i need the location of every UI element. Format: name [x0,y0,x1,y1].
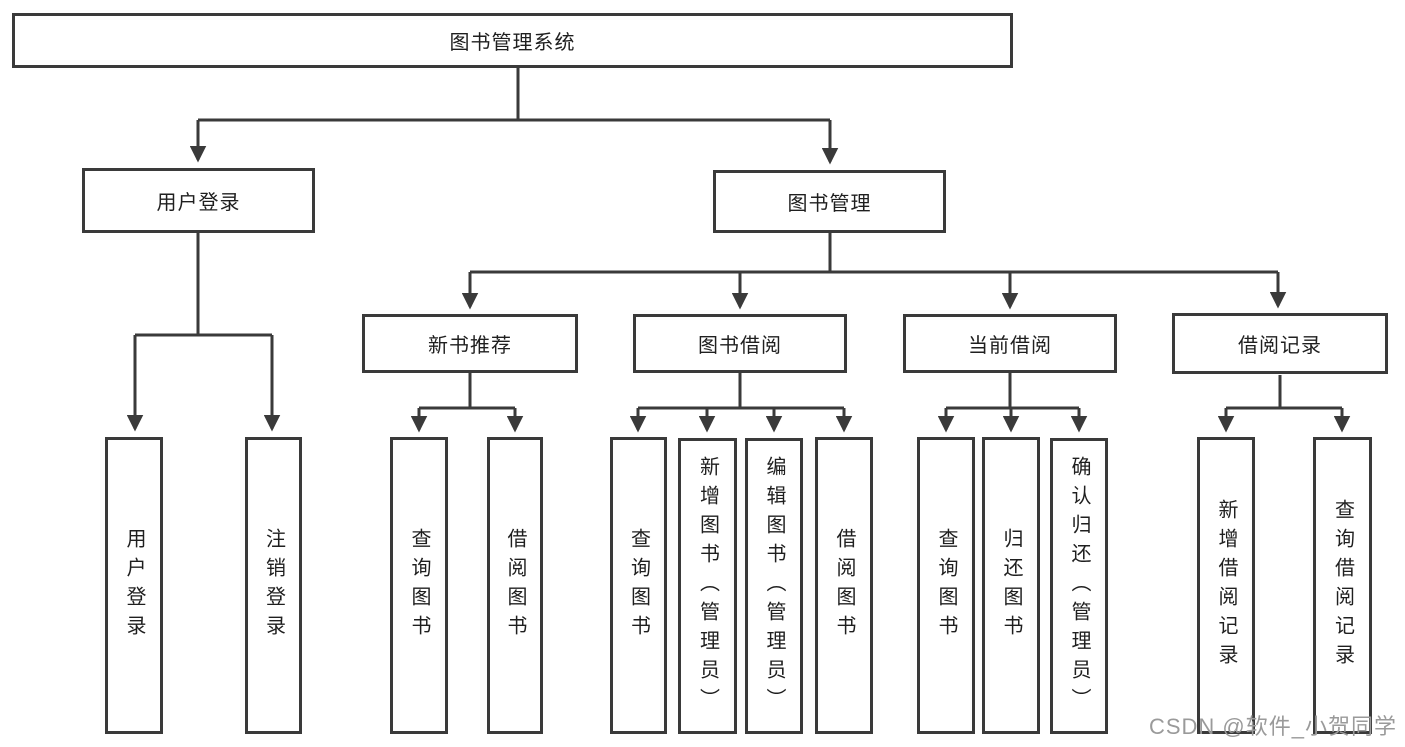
leaf-cb-return-book: 归还图书 [982,437,1040,734]
node-borrowing-records: 借阅记录 [1172,313,1388,374]
connector-current-borrow-bus [946,373,1079,410]
node-book-management: 图书管理 [713,170,946,233]
leaf-bb-borrow-book: 借阅图书 [815,437,873,734]
leaf-bb-edit-book-admin: 编辑图书（管理员） [745,438,803,734]
connector-book-mgmt-bus [470,233,1278,274]
leaf-br-query-record: 查询借阅记录 [1313,437,1372,734]
node-book-borrowing: 图书借阅 [633,314,847,373]
leaf-cb-query-book: 查询图书 [917,437,975,734]
leaf-user-login: 用户登录 [105,437,163,734]
connector-book-borrow-bus [638,373,844,410]
leaf-rec-borrow-book: 借阅图书 [487,437,543,734]
leaf-bb-add-book-admin: 新增图书（管理员） [678,438,737,734]
connector-new-book-rec-bus [419,373,515,410]
csdn-watermark: CSDN @软件_小贺同学 [1148,714,1397,739]
leaf-br-add-record: 新增借阅记录 [1197,437,1255,734]
leaf-rec-query-book: 查询图书 [390,437,448,734]
connector-root-bus [198,68,830,122]
connector-user-login-bus [135,233,272,337]
leaf-logout: 注销登录 [245,437,302,734]
node-user-login: 用户登录 [82,168,315,233]
leaf-cb-confirm-return-admin: 确认归还（管理员） [1050,438,1108,734]
node-new-book-recommendation: 新书推荐 [362,314,578,373]
node-root-library-management-system: 图书管理系统 [12,13,1013,68]
leaf-bb-query-book: 查询图书 [610,437,667,734]
connector-borrow-records-bus [1226,375,1342,410]
node-current-borrowing: 当前借阅 [903,314,1117,373]
